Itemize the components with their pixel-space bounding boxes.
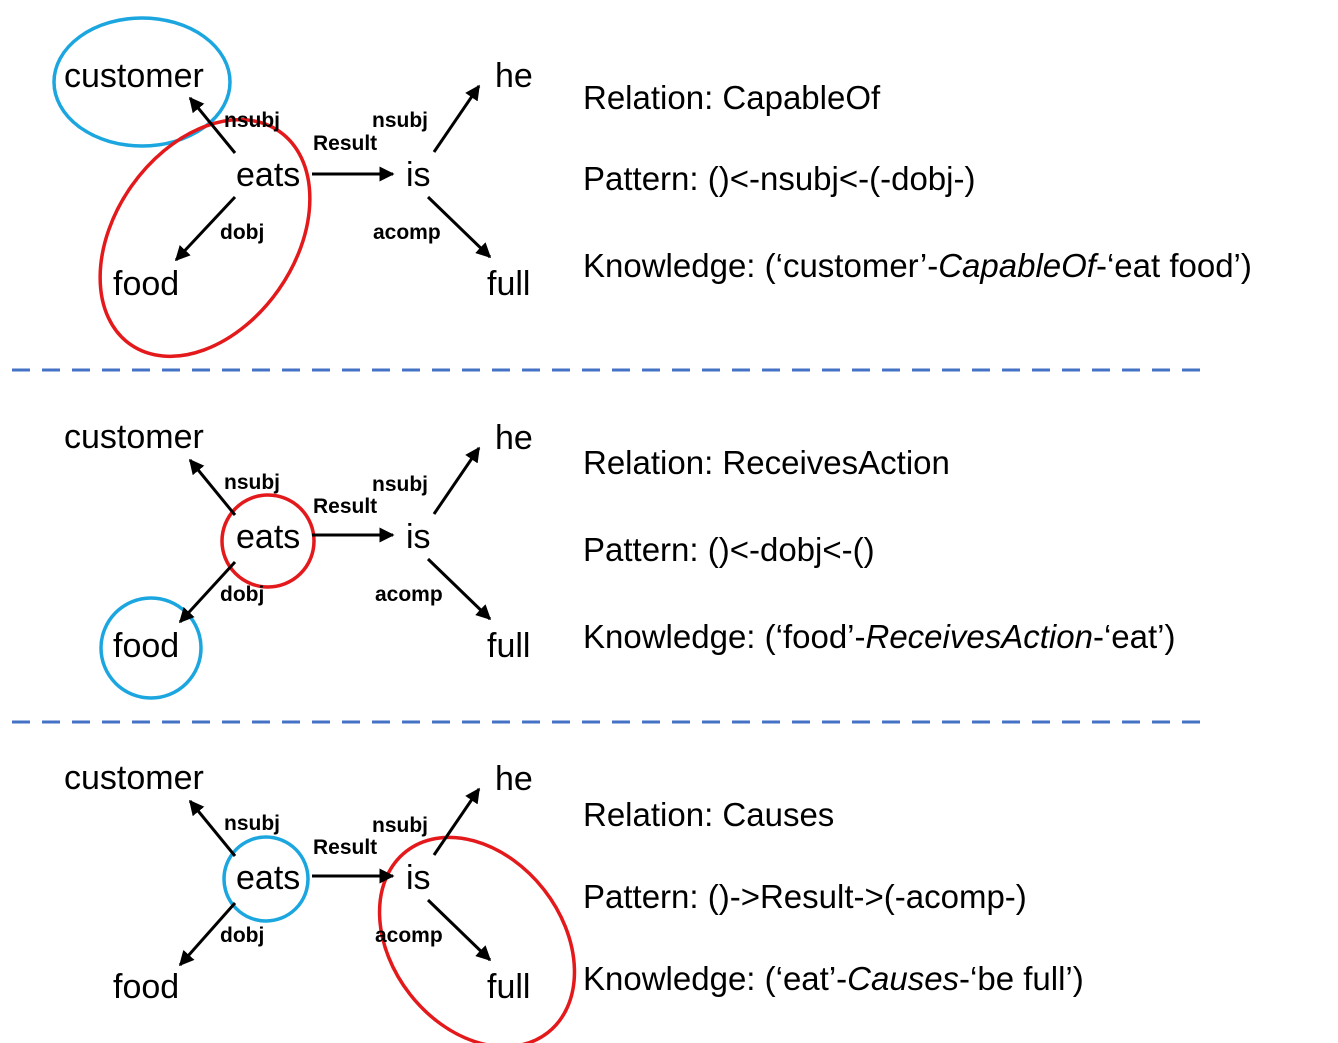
edge-label-acomp: acomp	[375, 924, 443, 947]
knowledge-text: Knowledge: (‘customer’-CapableOf-‘eat fo…	[583, 247, 1252, 284]
relation-text: Relation: Causes	[583, 796, 834, 833]
edge-arrow-acomp	[426, 557, 492, 621]
relation-text: Relation: ReceivesAction	[583, 444, 950, 481]
node-food: food	[113, 265, 179, 303]
edge-arrow-nsubj	[188, 96, 237, 154]
highlight-eats-food-ring	[98, 117, 312, 359]
edge-label-dobj: dobj	[220, 924, 264, 947]
edge-label-acomp: acomp	[373, 221, 441, 244]
node-customer: customer	[64, 418, 204, 456]
edge-arrow-dobj	[174, 195, 237, 262]
edge-label-nsubj: nsubj	[224, 109, 280, 132]
node-food: food	[113, 627, 179, 665]
panel-causes: customer eats food is he full nsubj dobj…	[64, 759, 1084, 1043]
knowledge-text: Knowledge: (‘eat’-Causes-‘be full’)	[583, 960, 1084, 997]
edge-arrow-nsubj	[188, 799, 237, 857]
edge-label-dobj: dobj	[220, 221, 264, 244]
node-is: is	[406, 518, 431, 556]
highlight-customer-ring	[52, 16, 232, 148]
panel-capable-of: customer eats food is he full nsubj dobj…	[52, 16, 1252, 359]
node-full: full	[487, 265, 530, 303]
edge-label-acomp: acomp	[375, 583, 443, 606]
edge-arrow-nsubj	[188, 458, 237, 516]
edge-arrow-acomp	[426, 195, 492, 259]
node-he: he	[495, 419, 533, 457]
highlight-eats-ring	[222, 835, 310, 923]
node-is: is	[406, 156, 431, 194]
edge-label-nsubj: nsubj	[224, 471, 280, 494]
highlight-food-ring	[99, 596, 203, 700]
node-eats: eats	[236, 859, 300, 897]
edge-label-dobj: dobj	[220, 583, 264, 606]
edge-label-nsubj-he: nsubj	[372, 473, 428, 496]
pattern-text: Pattern: ()->Result->(-acomp-)	[583, 878, 1027, 915]
node-customer: customer	[64, 759, 204, 797]
relation-text: Relation: CapableOf	[583, 79, 881, 116]
edge-arrow-dobj	[178, 560, 237, 624]
node-eats: eats	[236, 518, 300, 556]
node-full: full	[487, 627, 530, 665]
edge-arrow-nsubj-he	[432, 446, 481, 515]
edge-label-result: Result	[313, 132, 377, 155]
edge-label-result: Result	[313, 836, 377, 859]
node-food: food	[113, 968, 179, 1006]
node-he: he	[495, 57, 533, 95]
edge-label-nsubj-he: nsubj	[372, 814, 428, 837]
pattern-text: Pattern: ()<-nsubj<-(-dobj-)	[583, 160, 975, 197]
node-customer: customer	[64, 57, 204, 95]
edge-label-nsubj-he: nsubj	[372, 109, 428, 132]
node-is: is	[406, 859, 431, 897]
edge-label-result: Result	[313, 495, 377, 518]
node-he: he	[495, 760, 533, 798]
highlight-eats-ring	[220, 493, 316, 589]
node-full: full	[487, 968, 530, 1006]
edge-arrow-dobj	[178, 902, 237, 967]
edge-arrow-nsubj-he	[432, 84, 481, 153]
edge-label-nsubj: nsubj	[224, 812, 280, 835]
edge-arrow-nsubj-he	[432, 787, 481, 856]
node-eats: eats	[236, 156, 300, 194]
edge-arrow-acomp	[426, 898, 492, 962]
knowledge-text: Knowledge: (‘food’-ReceivesAction-‘eat’)	[583, 618, 1175, 655]
panel-receives-action: customer eats food is he full nsubj dobj…	[64, 418, 1175, 700]
highlight-is-full-ring	[377, 835, 577, 1043]
pattern-text: Pattern: ()<-dobj<-()	[583, 531, 875, 568]
